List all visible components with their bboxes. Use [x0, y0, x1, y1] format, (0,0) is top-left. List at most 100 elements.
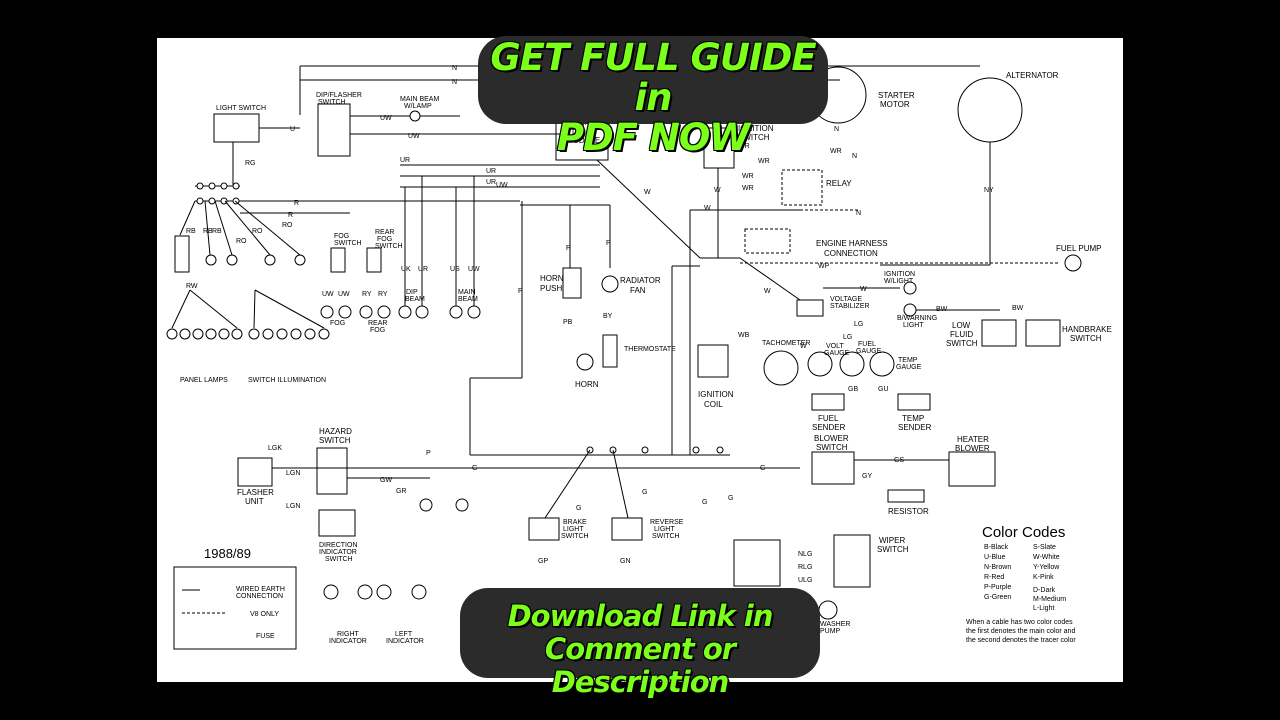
- heater-blower-label-1: HEATER: [957, 435, 989, 444]
- temp-sender-label-2: SENDER: [898, 423, 932, 432]
- color-code-note: the second denotes the tracer color: [966, 637, 1076, 644]
- svg-text:G: G: [642, 489, 647, 496]
- svg-text:G: G: [760, 465, 765, 472]
- svg-text:G: G: [728, 495, 733, 502]
- svg-text:N: N: [856, 210, 861, 217]
- wiper-switch-label-1: WIPER: [879, 536, 905, 545]
- svg-text:UW: UW: [496, 182, 508, 189]
- color-code-shade: L-Light: [1033, 605, 1054, 612]
- get-guide-banner[interactable]: GET FULL GUIDE in PDF NOW: [478, 36, 828, 158]
- low-fluid-label-2: FLUID: [950, 330, 973, 339]
- rear-fog-switch-label-3: SWITCH: [375, 243, 403, 250]
- svg-text:NY: NY: [984, 187, 994, 194]
- horn-push-label-2: PUSH: [540, 284, 562, 293]
- tachometer-label: TACHOMETER: [762, 340, 810, 347]
- panel-lamps-label: PANEL LAMPS: [180, 377, 228, 384]
- svg-text:WB: WB: [738, 332, 750, 339]
- svg-text:N: N: [452, 79, 457, 86]
- svg-text:BY: BY: [603, 313, 613, 320]
- svg-text:GR: GR: [396, 488, 407, 495]
- svg-text:R: R: [294, 200, 299, 207]
- wiper-switch-label-2: SWITCH: [877, 545, 909, 554]
- svg-text:UW: UW: [408, 133, 420, 140]
- svg-text:W: W: [800, 343, 807, 350]
- svg-text:W: W: [704, 205, 711, 212]
- download-link-banner[interactable]: Download Link in Comment or Description: [460, 588, 820, 699]
- svg-text:RB: RB: [212, 228, 222, 235]
- svg-text:NLG: NLG: [798, 551, 812, 558]
- color-code-left: N-Brown: [984, 564, 1011, 571]
- radiator-fan-label-2: FAN: [630, 286, 646, 295]
- thermostate-label: THERMOSTATE: [624, 346, 676, 353]
- right-indicator-label-2: INDICATOR: [329, 638, 367, 645]
- legend-v8-only: V8 ONLY: [250, 611, 279, 618]
- low-fluid-label-3: SWITCH: [946, 339, 978, 348]
- temp-gauge-label-1: TEMP: [898, 357, 918, 364]
- svg-text:UW: UW: [468, 266, 480, 273]
- fuel-sender-label-1: FUEL: [818, 414, 839, 423]
- washer-pump-label-1: WASHER: [820, 621, 850, 628]
- svg-text:UK: UK: [401, 266, 411, 273]
- svg-text:RLG: RLG: [798, 564, 812, 571]
- svg-text:GB: GB: [848, 386, 858, 393]
- color-code-left: R-Red: [984, 574, 1004, 581]
- svg-text:N: N: [834, 126, 839, 133]
- svg-text:P: P: [518, 288, 523, 295]
- rear-fog-label-2: FOG: [370, 327, 385, 334]
- color-code-right: W-White: [1033, 554, 1060, 561]
- svg-text:W: W: [860, 286, 867, 293]
- dim-dip-label-2: DIP: [572, 127, 585, 136]
- color-code-note: When a cable has two color codes: [966, 619, 1073, 626]
- svg-text:LGN: LGN: [286, 470, 300, 477]
- svg-text:GN: GN: [620, 558, 631, 565]
- horn-label: HORN: [575, 380, 599, 389]
- main-beam-lamp-label-2: W/LAMP: [404, 103, 432, 110]
- reverse-light-label-2: LIGHT: [654, 526, 675, 533]
- flasher-unit-label-1: FLASHER: [237, 488, 274, 497]
- svg-text:G: G: [472, 465, 477, 472]
- color-code-left: G-Green: [984, 594, 1011, 601]
- color-code-left: P-Purple: [984, 584, 1011, 591]
- rear-fog-label-1: REAR: [368, 320, 387, 327]
- svg-text:GS: GS: [894, 457, 904, 464]
- year-label: 1988/89: [204, 546, 251, 561]
- relay-label: RELAY: [826, 179, 852, 188]
- brake-light-label-2: LIGHT: [563, 526, 584, 533]
- svg-text:RO: RO: [252, 228, 263, 235]
- fuel-gauge-label-2: GAUGE: [856, 348, 882, 355]
- svg-text:RG: RG: [245, 160, 256, 167]
- left-indicator-label-1: LEFT: [395, 631, 413, 638]
- reverse-light-label-1: REVERSE: [650, 519, 684, 526]
- svg-text:PB: PB: [563, 319, 573, 326]
- dip-flasher-label-2: SWITCH: [318, 99, 346, 106]
- svg-text:LG: LG: [843, 334, 852, 341]
- svg-text:RY: RY: [362, 291, 372, 298]
- svg-text:RO: RO: [282, 222, 293, 229]
- blower-switch-label-1: BLOWER: [814, 434, 849, 443]
- svg-text:WR: WR: [758, 158, 770, 165]
- svg-text:GP: GP: [538, 558, 548, 565]
- svg-text:RB: RB: [186, 228, 196, 235]
- main-beam-label-2: BEAM: [458, 296, 478, 303]
- fog-switch-label-2: SWITCH: [334, 240, 362, 247]
- washer-pump-label-2: PUMP: [820, 628, 841, 635]
- svg-text:G: G: [702, 499, 707, 506]
- svg-text:LGN: LGN: [286, 503, 300, 510]
- dip-beam-label-1: DIP: [406, 289, 418, 296]
- svg-text:N: N: [452, 65, 457, 72]
- svg-text:RW: RW: [186, 283, 198, 290]
- right-indicator-label-1: RIGHT: [337, 631, 360, 638]
- color-code-right: K-Pink: [1033, 574, 1054, 581]
- dip-flasher-label-1: DIP/FLASHER: [316, 92, 362, 99]
- brake-light-label-1: BRAKE: [563, 519, 587, 526]
- color-codes-title: Color Codes: [982, 524, 1065, 541]
- svg-text:U: U: [290, 126, 295, 133]
- radiator-fan-label-1: RADIATOR: [620, 276, 661, 285]
- fuel-pump-label: FUEL PUMP: [1056, 244, 1102, 253]
- svg-text:WP: WP: [818, 263, 830, 270]
- svg-text:US: US: [450, 266, 460, 273]
- color-code-left: B-Black: [984, 544, 1009, 551]
- dip-flasher-box: [317, 103, 351, 157]
- svg-text:BW: BW: [1012, 305, 1024, 312]
- fog-switch-label-1: FOG: [334, 233, 349, 240]
